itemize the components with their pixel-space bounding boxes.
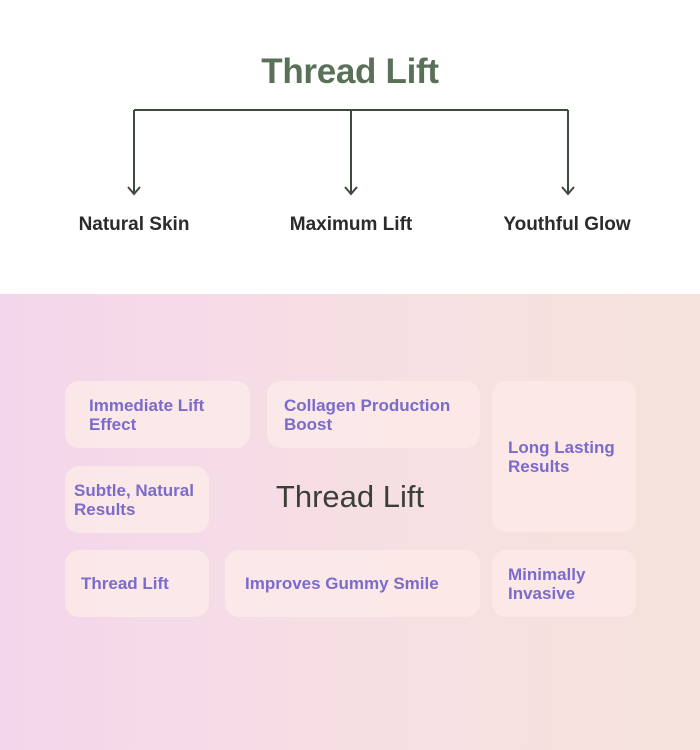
- arrowhead-right: [561, 186, 575, 196]
- tile-improves-gummy-smile: Improves Gummy Smile: [225, 550, 480, 617]
- tile-immediate-lift-effect: Immediate Lift Effect: [65, 381, 250, 448]
- hierarchy-section: Thread Lift Natural Skin Maximum Lift Yo…: [0, 0, 700, 294]
- root-title: Thread Lift: [261, 52, 439, 91]
- tile-minimally-invasive: Minimally Invasive: [492, 550, 636, 617]
- tile-long-lasting-results: Long Lasting Results: [492, 381, 636, 532]
- connector-lines: [127, 109, 575, 196]
- branch-label-natural-skin: Natural Skin: [78, 214, 190, 235]
- arrowhead-middle: [344, 186, 358, 196]
- tile-subtle-natural-results: Subtle, Natural Results: [65, 466, 209, 533]
- branch-label-youthful-glow: Youthful Glow: [503, 214, 631, 235]
- cloud-center-title: Thread Lift: [275, 479, 425, 514]
- tile-collagen-production-boost: Collagen Production Boost: [267, 381, 480, 448]
- benefit-cloud-section: Immediate Lift Effect Collagen Productio…: [0, 294, 700, 750]
- tile-thread-lift: Thread Lift: [65, 550, 209, 617]
- branch-label-maximum-lift: Maximum Lift: [289, 214, 413, 235]
- arrowhead-left: [127, 186, 141, 196]
